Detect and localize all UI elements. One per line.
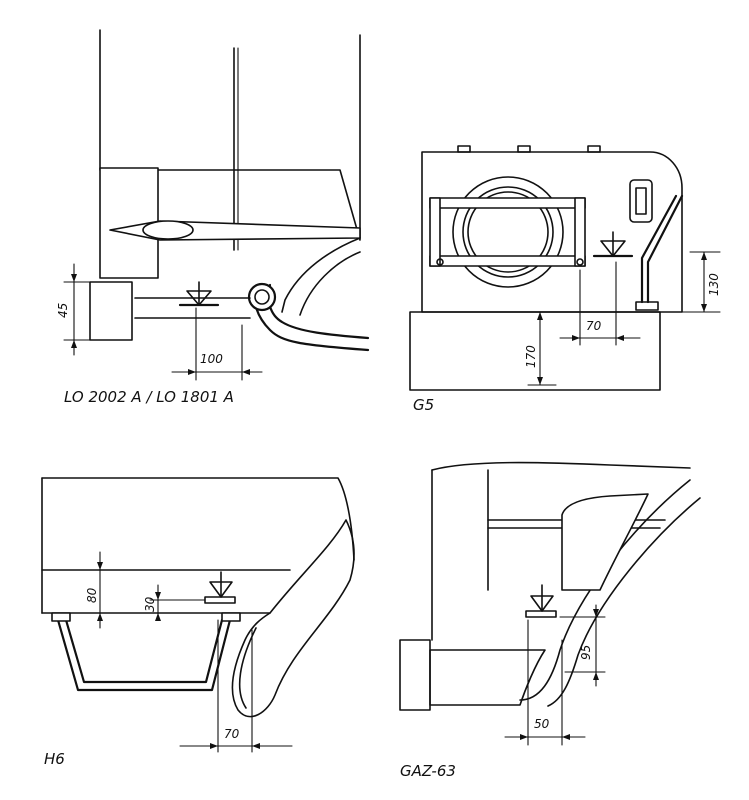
mount-frame-bottom: [429, 255, 586, 267]
dim-d1-80: 80: [85, 587, 99, 603]
lower-body: [409, 311, 661, 391]
spare-wheel: [452, 176, 564, 288]
step-block: [399, 639, 431, 711]
rear-fender: [231, 519, 355, 718]
dim-d2-30: 30: [143, 596, 157, 612]
dim-offset-100: 100: [200, 352, 223, 366]
vehicle-body-outline: [99, 29, 361, 241]
pipe-end: [247, 282, 277, 312]
cab-roof: [431, 461, 691, 471]
mount-frame-top: [429, 197, 586, 209]
triangle-level-icon: [178, 281, 220, 307]
door-handle: [629, 179, 653, 223]
dim-offset-70: 70: [586, 319, 602, 333]
cargo-body-top: [41, 477, 355, 561]
panel-caption-h6: H6: [44, 750, 65, 768]
panel-g5: 130 70 170 G5: [409, 145, 721, 414]
cab-outline: [421, 151, 683, 313]
dim-offset-70-h6: 70: [224, 727, 240, 741]
battery-tray: [56, 618, 232, 692]
panel-caption-g5: G5: [413, 396, 434, 414]
panel-h6: 80 30 70 H6: [41, 477, 355, 768]
triangle-level-icon: [525, 584, 557, 618]
panel-gaz63: 95 50 GAZ-63: [399, 461, 701, 780]
panel-lo2002: 45 100 LO 2002 A / LO 1801 A: [56, 29, 370, 406]
step-rod: [646, 194, 684, 304]
dim-height-170: 170: [524, 345, 538, 368]
fender-arch-inner: [547, 497, 701, 707]
dim-height-95: 95: [579, 645, 593, 660]
panel-caption-gaz63: GAZ-63: [400, 762, 456, 780]
dim-height-130: 130: [707, 273, 721, 296]
triangle-level-icon: [204, 571, 236, 604]
triangle-level-icon: [592, 231, 634, 258]
rear-panel: [561, 493, 649, 591]
dim-height-45: 45: [56, 303, 70, 318]
side-lamp: [89, 281, 133, 341]
panel-caption-lo2002: LO 2002 A / LO 1801 A: [64, 388, 234, 406]
fender-inner: [299, 251, 361, 316]
fender-outer: [281, 237, 361, 313]
fender-arch-outer: [519, 479, 691, 701]
dim-offset-50: 50: [534, 717, 550, 731]
